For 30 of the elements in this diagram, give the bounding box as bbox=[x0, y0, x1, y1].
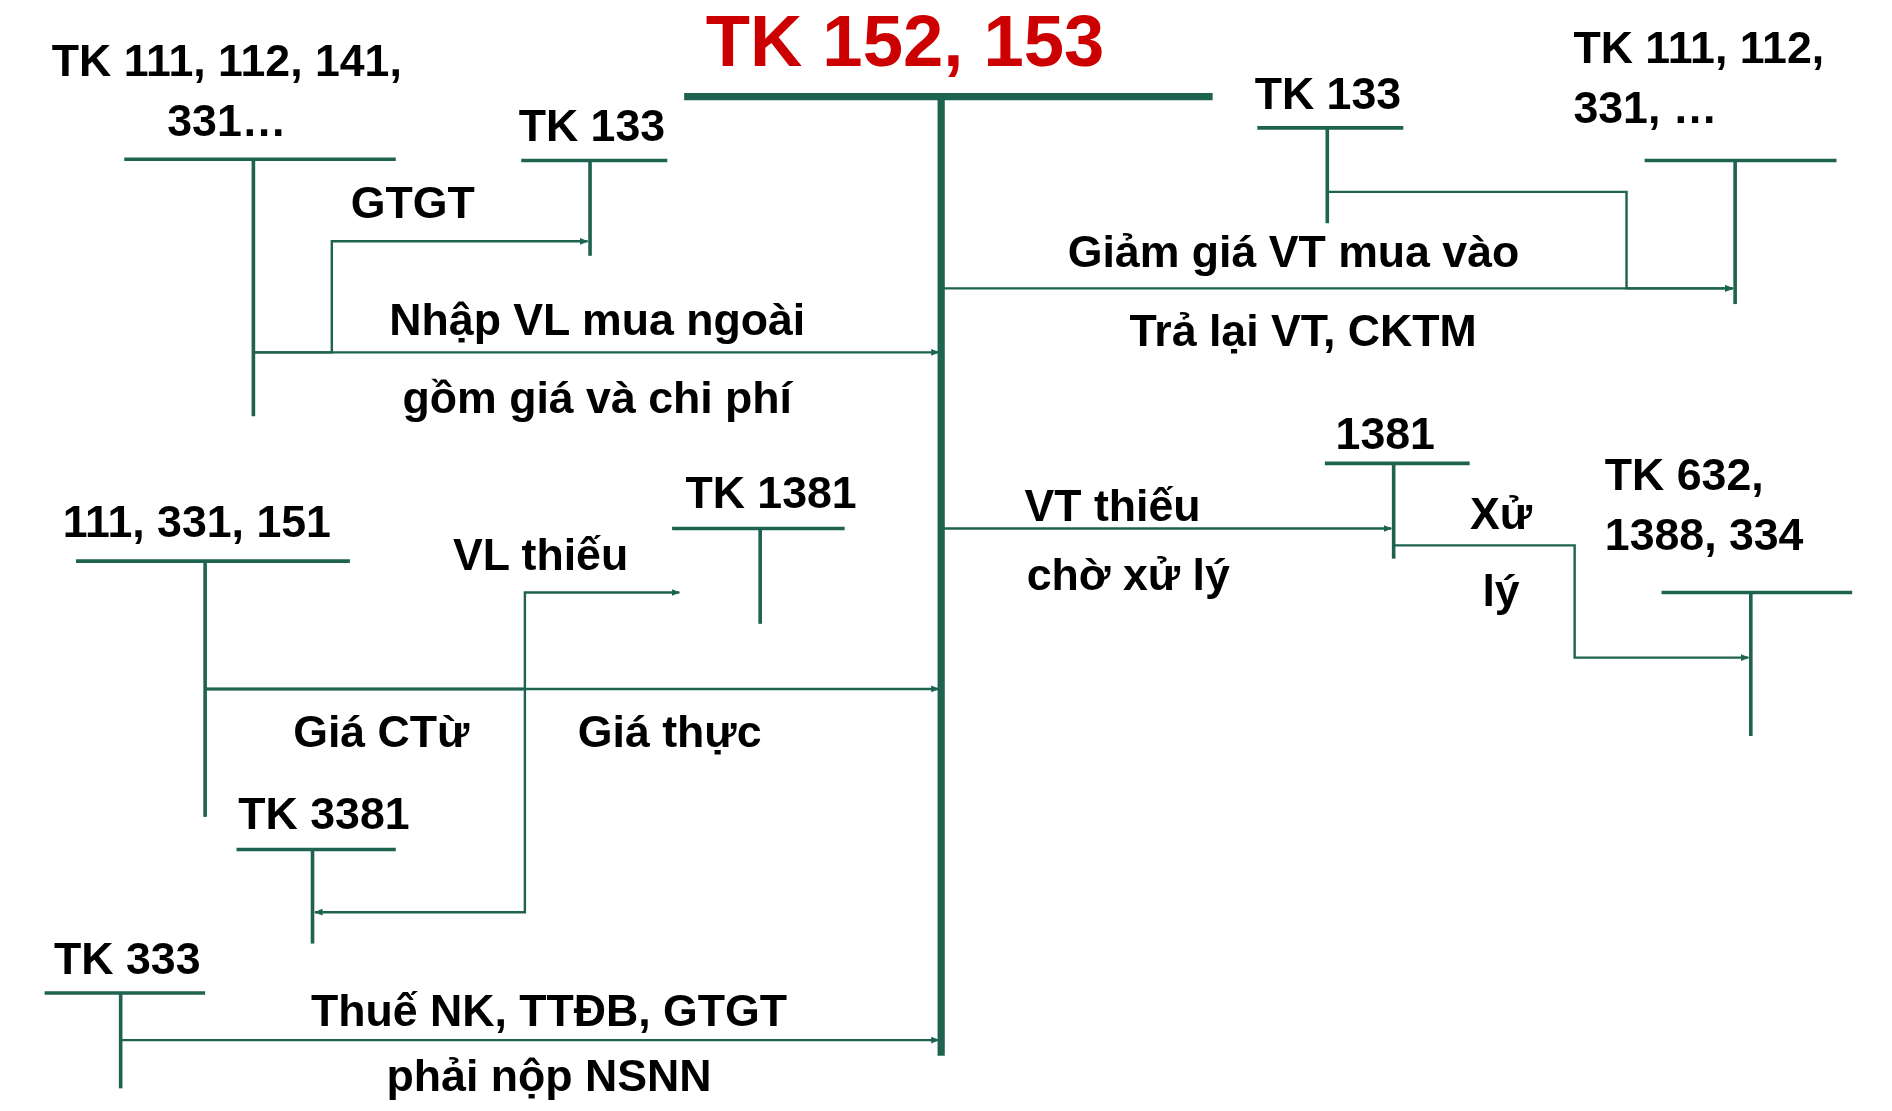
edge-label: VT thiếu bbox=[1024, 480, 1201, 533]
account-title: TK 111, 112, 141, 331… bbox=[50, 35, 403, 148]
account-title: TK 133 bbox=[1253, 67, 1403, 121]
edge-label: Nhập VL mua ngoài bbox=[389, 294, 806, 348]
arrow bbox=[1327, 190, 1734, 292]
arrow bbox=[1393, 544, 1750, 661]
edge-label: Thuế NK, TTĐB, GTGT bbox=[310, 984, 788, 1038]
annotation-text: lý bbox=[1482, 564, 1520, 618]
arrow bbox=[253, 237, 589, 354]
annotation-text: phải nộp NSNN bbox=[386, 1049, 712, 1103]
annotation-text: Giá CTừ bbox=[293, 706, 470, 759]
annotation-text: Giá thực bbox=[577, 706, 762, 759]
account-title: TK 152, 153 bbox=[704, 0, 1106, 85]
account-title: TK 632, 1388, 334 bbox=[1604, 449, 1805, 562]
edge-label: Giảm giá VT mua vào bbox=[1067, 225, 1520, 279]
account-title: TK 3381 bbox=[237, 788, 411, 841]
account-title: 111, 331, 151 bbox=[62, 496, 332, 549]
edge-label: VL thiếu bbox=[452, 528, 629, 582]
annotation-text: Trả lại VT, CKTM bbox=[1129, 305, 1477, 358]
annotation-text: gồm giá và chi phí bbox=[402, 371, 792, 425]
account-title: 1381 bbox=[1334, 408, 1436, 461]
arrow bbox=[120, 1036, 940, 1044]
annotation-text: chờ xử lý bbox=[1026, 549, 1230, 602]
account-title: TK 333 bbox=[53, 932, 202, 986]
account-title: TK 133 bbox=[517, 100, 667, 153]
arrow bbox=[205, 687, 527, 916]
account-title: TK 1381 bbox=[684, 467, 858, 520]
edge-label: GTGT bbox=[350, 177, 475, 231]
edge-label: Xử bbox=[1470, 487, 1533, 541]
account-title: TK 111, 112, 331, … bbox=[1573, 21, 1826, 135]
